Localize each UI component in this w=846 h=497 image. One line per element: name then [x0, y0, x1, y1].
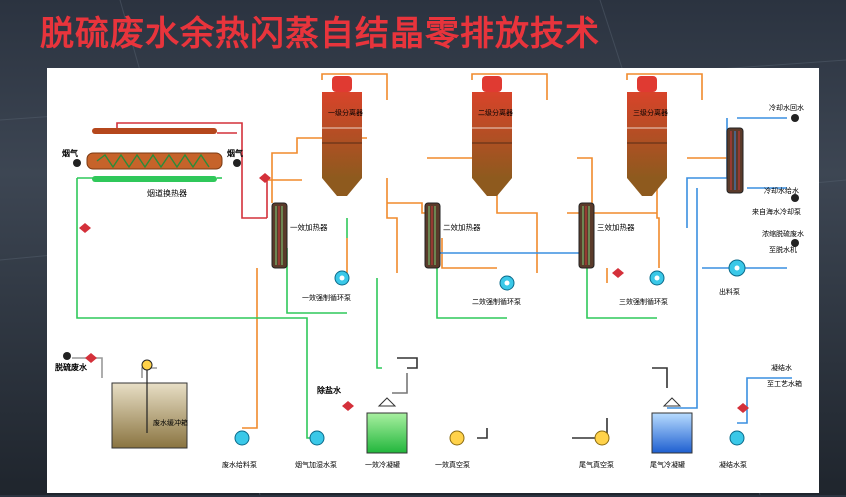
condensate-pump: 凝结水泵 [719, 430, 747, 469]
pump-3-label: 三效强制循环泵 [619, 297, 668, 306]
feed-pump: 废水给料泵 [222, 430, 257, 469]
page-title: 脱硫废水余热闪蒸自结晶零排放技术 [40, 14, 600, 54]
cooling-return-label: 冷却水回水 [769, 103, 804, 112]
cooling-condenser [726, 127, 744, 194]
valves [79, 173, 749, 413]
condensate-tank-1: 一效冷凝罐 [365, 397, 408, 469]
buffer-tank-label: 废水缓冲箱 [153, 418, 188, 427]
tail-vacuum-pump: 尾气真空泵 [579, 430, 614, 469]
separator-3-label: 三级分离器 [633, 108, 668, 117]
tail-vac-pump-label: 尾气真空泵 [579, 460, 614, 469]
desulf-water-label: 脱硫废水 [55, 362, 88, 372]
discharge-pump: 出料泵 [719, 259, 746, 296]
separator-1: 一级分离器 [322, 76, 363, 196]
cooling-supply-label: 冷却水给水 [764, 186, 799, 195]
flue-heat-exchanger-label: 烟道换热器 [147, 188, 187, 198]
cond-tank-1-label: 一效冷凝罐 [365, 460, 400, 469]
heater-1: 一效加热器 [271, 202, 328, 269]
cooling-supply-icon [791, 194, 799, 202]
heater-3-label: 三效加热器 [597, 222, 635, 232]
separator-2: 二级分离器 [472, 76, 513, 196]
discharge-pump-label: 出料泵 [719, 287, 740, 296]
flue-pump-label: 烟气加湿水泵 [295, 460, 337, 469]
pump-2-label: 二效强制循环泵 [472, 297, 521, 306]
tail-cond-tank-label: 尾气冷凝罐 [650, 460, 685, 469]
heater-2-label: 二效加热器 [443, 222, 481, 232]
heater-1-label: 一效加热器 [290, 222, 328, 232]
pump-1: 一效强制循环泵 [302, 270, 351, 302]
condensate-label: 凝结水 [771, 363, 792, 372]
flue-gas-out-label: 烟气 [227, 148, 243, 158]
pump-2: 二效强制循环泵 [472, 275, 521, 306]
vac-pump-1-label: 一效真空泵 [435, 460, 470, 469]
desulf-water-icon [63, 352, 71, 360]
pump-3: 三效强制循环泵 [619, 270, 668, 306]
vacuum-pump-1: 一效真空泵 [435, 430, 470, 469]
pump-1-label: 一效强制循环泵 [302, 293, 351, 302]
separator-3: 三级分离器 [627, 76, 668, 196]
concentrate-label: 浓缩脱硫废水 [762, 229, 804, 238]
flue-gas-out-icon [233, 159, 241, 167]
separator-1-label: 一级分离器 [328, 108, 363, 117]
heater-2: 二效加热器 [424, 202, 481, 269]
feed-pump-label: 废水给料泵 [222, 460, 257, 469]
cooling-return-icon [791, 114, 799, 122]
heater-3: 三效加热器 [578, 202, 635, 269]
flue-gas-in-icon [73, 159, 81, 167]
flue-gas-in-label: 烟气 [62, 148, 78, 158]
demin-water-label: 除盐水 [317, 385, 342, 395]
cooling-source-label: 来自海水冷却泵 [752, 207, 801, 216]
flue-heat-exchanger: 烟道换热器 [86, 128, 223, 198]
concentrate-icon [791, 239, 799, 247]
process-diagram-panel: 烟道换热器 烟气 烟气 一级分离器 二级分离器 三级分离器 一效加热器 [47, 68, 819, 493]
separator-2-label: 二级分离器 [478, 108, 513, 117]
process-diagram: 烟道换热器 烟气 烟气 一级分离器 二级分离器 三级分离器 一效加热器 [55, 73, 804, 469]
to-process-label: 至工艺水箱 [767, 379, 802, 388]
tail-condensate-tank: 尾气冷凝罐 [650, 397, 693, 469]
to-dewater-label: 至脱水机 [769, 245, 797, 254]
buffer-tank: 废水缓冲箱 [111, 359, 188, 449]
flue-humidify-pump: 烟气加湿水泵 [295, 430, 337, 469]
condensate-pump-label: 凝结水泵 [719, 460, 747, 469]
